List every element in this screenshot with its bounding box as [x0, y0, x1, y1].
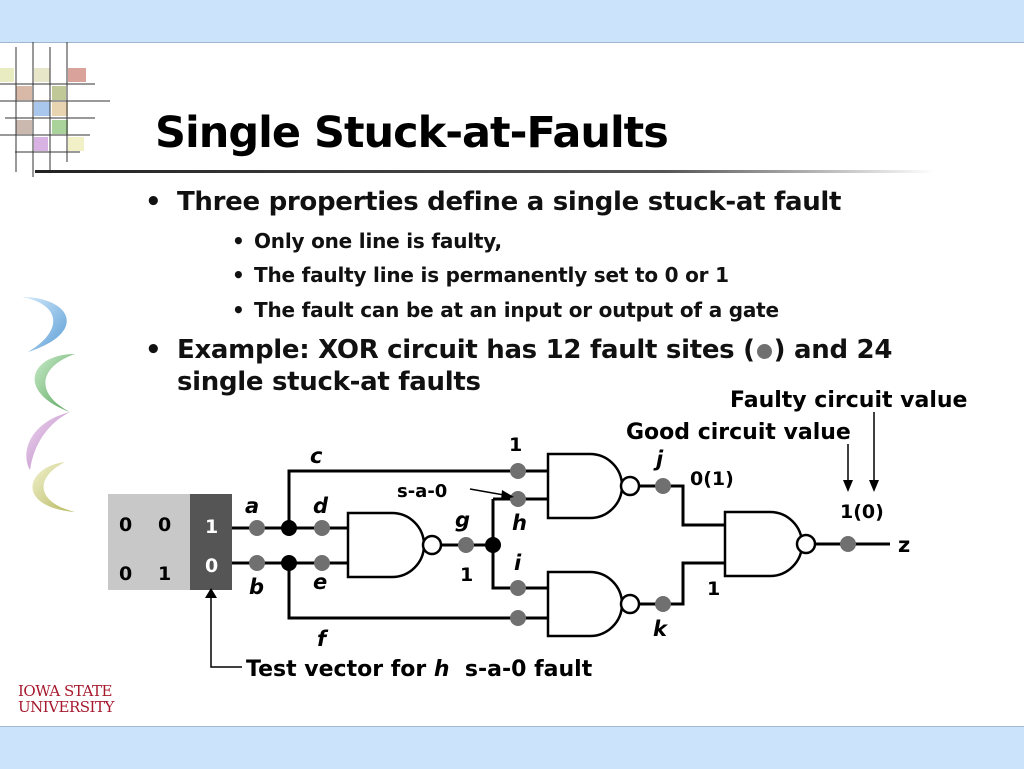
swoosh-decoration: [22, 297, 75, 512]
label-h: h: [512, 511, 527, 535]
faulty-circuit-value-label: Faulty circuit value: [730, 388, 967, 413]
fault-site-f: [510, 610, 526, 626]
bullet-sub-1: • Only one line is faulty,: [232, 229, 502, 253]
bullet-sub-2: • The faulty line is permanently set to 0…: [232, 263, 729, 287]
test-table-light: [108, 494, 190, 590]
bullet-sub-3: • The fault can be at an input or output …: [232, 298, 779, 322]
value-g: 1: [460, 564, 473, 586]
bullet-dot: •: [232, 229, 245, 253]
label-a: a: [245, 494, 259, 518]
bullet-dot: •: [232, 298, 245, 322]
junction-b: [281, 555, 297, 571]
bullet-sub-1-text: Only one line is faulty,: [254, 229, 502, 253]
tt-r1c1: 1: [158, 563, 171, 585]
value-z: 1(0): [840, 501, 884, 523]
fault-site-b: [249, 555, 265, 571]
tt-r0c0: 0: [119, 514, 132, 536]
tt-r0c1: 0: [158, 514, 171, 536]
junction-a: [281, 520, 297, 536]
label-c: c: [310, 444, 323, 468]
fault-site-j: [655, 478, 671, 494]
label-f: f: [317, 627, 329, 651]
tt-r1c0: 0: [119, 563, 132, 585]
label-z: z: [898, 533, 910, 557]
tt-sel1: 0: [205, 555, 218, 577]
value-j: 0(1): [690, 468, 734, 490]
fault-site-icon: [756, 344, 772, 359]
bullet-sub-3-text: The fault can be at an input or output o…: [254, 298, 779, 322]
bullet-main-1: • Three properties define a single stuck-…: [145, 186, 841, 218]
slide-title: Single Stuck-at-Faults: [155, 108, 669, 158]
test-vector-caption: Test vector for h s-a-0 fault: [246, 657, 593, 682]
bullet-main-2-line2: single stuck-at faults: [177, 367, 481, 397]
fault-site-z: [840, 536, 856, 552]
fault-site-k: [655, 596, 671, 612]
tt-sel0: 1: [205, 516, 218, 538]
bullet-dot: •: [145, 187, 162, 217]
bullet-dot: •: [232, 263, 245, 287]
bullet-dot: •: [145, 335, 162, 365]
fault-site-g: [458, 537, 474, 553]
label-i: i: [514, 551, 522, 575]
fault-site-d: [314, 520, 330, 536]
fault-site-h: [510, 491, 526, 507]
label-e: e: [313, 570, 327, 594]
bullet-main-1-text: Three properties define a single stuck-a…: [177, 187, 842, 217]
label-b: b: [249, 575, 264, 599]
bullet-main-2-text-b: ) and 24: [773, 335, 893, 365]
title-underline: [35, 170, 935, 173]
logo-line-2: UNIVERSITY: [18, 698, 114, 716]
sa0-label: s-a-0: [397, 481, 447, 502]
checker-grid-decoration: [0, 42, 110, 177]
label-j: j: [653, 447, 664, 471]
label-g: g: [455, 508, 470, 532]
value-k: 1: [707, 578, 720, 600]
fault-site-c: [510, 463, 526, 479]
iowa-state-logo: IOWA STATE UNIVERSITY: [18, 683, 114, 715]
fault-site-a: [249, 520, 265, 536]
good-circuit-value-label: Good circuit value: [626, 420, 851, 445]
value-top-input: 1: [509, 434, 522, 456]
bottom-band: [0, 726, 1024, 769]
test-table-dark: [190, 494, 232, 590]
label-d: d: [313, 494, 329, 518]
fault-site-i: [510, 580, 526, 596]
label-k: k: [653, 617, 669, 641]
bullet-main-2: • Example: XOR circuit has 12 fault sites…: [145, 334, 892, 398]
fault-site-e: [314, 555, 330, 571]
top-band: [0, 0, 1024, 43]
bullet-main-2-text-a: Example: XOR circuit has 12 fault sites …: [177, 335, 755, 365]
bullet-sub-2-text: The faulty line is permanently set to 0 …: [254, 263, 729, 287]
logo-line-1: IOWA STATE: [18, 682, 112, 700]
junction-g: [485, 537, 501, 553]
